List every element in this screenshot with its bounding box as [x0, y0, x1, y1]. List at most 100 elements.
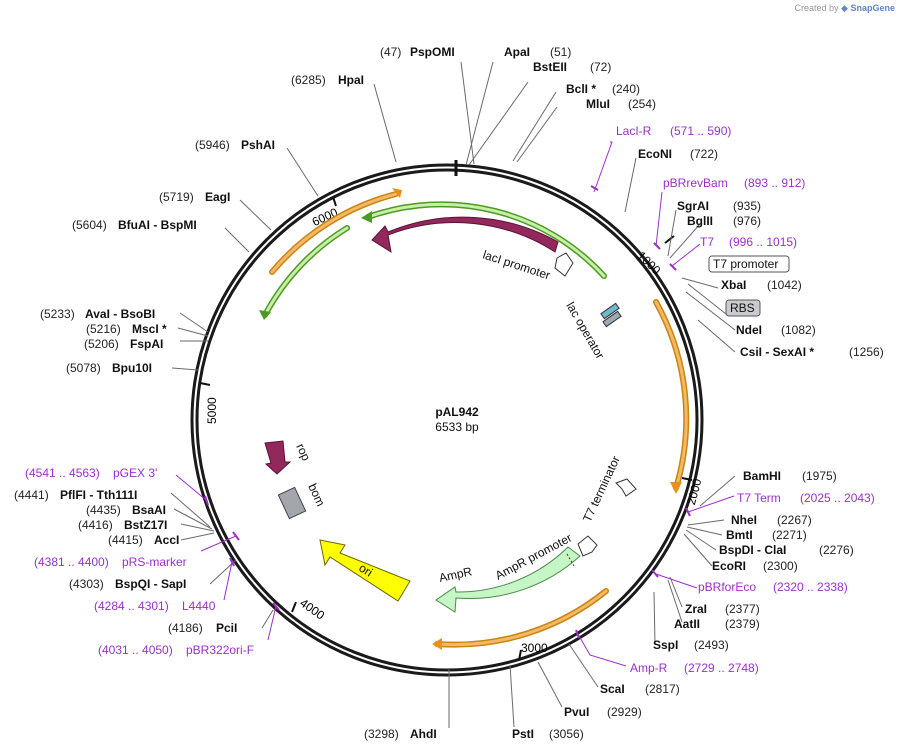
primer-leaders — [175, 141, 735, 667]
bom-label: bom — [305, 481, 328, 508]
orange-arrow-bottom — [432, 638, 442, 650]
leader-t7term — [687, 495, 735, 513]
site-pflfi-name: PflFI - Tth111I — [60, 488, 137, 502]
leader-acci — [180, 532, 215, 541]
leader-bmti — [686, 526, 723, 536]
boxed-labels: T7 promoter RBS — [708, 255, 790, 317]
site-pspomi-pos: (47) — [380, 45, 401, 59]
leader-pflfi — [170, 492, 211, 528]
laci-feature — [371, 216, 559, 254]
primer-t7-range: (996 .. 1015) — [729, 235, 797, 249]
green-arrow-left — [259, 310, 271, 320]
site-zrai-pos: (2377) — [725, 602, 760, 616]
tick-5000 — [199, 382, 211, 386]
site-econi-name: EcoNI — [638, 147, 672, 161]
snapgene-credit: Created by ◆ SnapGene — [795, 3, 896, 14]
green-strand-top-fill — [366, 202, 606, 278]
site-fspai-name: FspAI — [130, 337, 163, 351]
site-eagi-name: EagI — [205, 190, 230, 204]
primer-pbr322ori-f-name: pBR322ori-F — [186, 643, 254, 657]
site-hpai-name: HpaI — [338, 73, 364, 87]
leader-pbrforeco — [655, 573, 698, 589]
site-zrai-name: ZraI — [685, 602, 707, 616]
leader-pcii — [261, 609, 274, 629]
site-scai-pos: (2817) — [645, 682, 680, 696]
rbs-label: RBS — [730, 301, 755, 315]
leader-scai — [568, 643, 599, 688]
primer-mark-laci-r — [590, 185, 599, 191]
t7-terminator-arrow — [615, 478, 637, 497]
leader-t7 — [671, 243, 701, 267]
orange-strand-right-fill — [654, 300, 688, 490]
leader-pbrrevbam — [655, 191, 663, 247]
site-hpai-pos: (6285) — [291, 73, 326, 87]
site-bsaai-name: BsaAI — [132, 503, 166, 517]
site-aatii-pos: (2379) — [725, 617, 760, 631]
site-psti-pos: (3056) — [549, 727, 584, 741]
primer-amp-r-range: (2729 .. 2748) — [684, 661, 759, 675]
rop-feature — [264, 440, 292, 475]
primer-prs-marker-name: pRS-marker — [122, 555, 187, 569]
site-sgrai-pos: (935) — [733, 199, 761, 213]
site-msci-name: MscI * — [132, 322, 167, 336]
ampr-label: AmpR — [438, 564, 474, 585]
leader-pgex3 — [175, 474, 207, 501]
site-pspomi-name: PspOMI — [410, 45, 455, 59]
primer-pbrforeco-name: pBRforEco — [698, 580, 756, 594]
lac-operator-box — [600, 302, 620, 320]
site-avai-pos: (5233) — [40, 307, 75, 321]
primer-t7term-name: T7 Term — [737, 491, 781, 505]
leader-bstz17i — [180, 523, 215, 532]
site-avai-name: AvaI - BsoBI — [85, 307, 155, 321]
tick-6000 — [332, 196, 337, 207]
leader-avai — [179, 312, 209, 333]
leader-sgrai — [667, 209, 677, 257]
orange-strand-left-fill — [270, 192, 398, 274]
site-sspi-pos: (2493) — [694, 638, 729, 652]
site-bfuai-name: BfuAI - BspMI — [118, 218, 197, 232]
site-bspdi-pos: (2276) — [819, 543, 854, 557]
site-pshai-pos: (5946) — [195, 138, 230, 152]
site-bstz17i-pos: (4416) — [78, 518, 113, 532]
leader-bcli — [512, 91, 557, 162]
tick-label-2000: 2000 — [684, 477, 705, 507]
site-bmti-pos: (2271) — [772, 528, 807, 542]
primer-mark-pbrrevbam — [653, 242, 661, 250]
site-msci-pos: (5216) — [86, 322, 121, 336]
leader-pspomi — [460, 61, 475, 165]
site-bspdi-name: BspDI - ClaI — [719, 543, 786, 557]
primer-pbrforeco-range: (2320 .. 2338) — [773, 580, 848, 594]
primer-mark-pbr322ori-f — [272, 602, 280, 611]
site-aatii-name: AatII — [674, 617, 700, 631]
lac-operator-box-2 — [602, 310, 622, 328]
site-scai-name: ScaI — [600, 682, 625, 696]
site-nhei-pos: (2267) — [777, 513, 812, 527]
enzyme-leaders — [170, 61, 736, 728]
tick-2000 — [681, 477, 693, 481]
leader-bspdi — [685, 529, 717, 551]
leader-nhei — [687, 519, 725, 526]
site-bfuai-pos: (5604) — [72, 218, 107, 232]
site-bspqi-pos: (4303) — [69, 577, 104, 591]
t7-promoter-label: T7 promoter — [713, 257, 778, 271]
site-acci-name: AccI — [154, 533, 179, 547]
primers: LacI-R (571 .. 590) pBRrevBam (893 .. 91… — [25, 124, 875, 675]
tick-1000 — [664, 235, 675, 244]
primer-laci-r-name: LacI-R — [616, 124, 652, 138]
ori-label: ori — [356, 561, 375, 580]
primer-pbrrevbam-range: (893 .. 912) — [744, 176, 805, 190]
site-ecori-name: EcoRI — [712, 559, 746, 573]
site-csii-name: CsiI - SexAI * — [740, 345, 814, 359]
ampr-promoter-arrow — [577, 535, 598, 557]
site-pvui-pos: (2929) — [607, 705, 642, 719]
site-bglii-name: BglII — [687, 214, 713, 228]
primer-mark-amp-r — [575, 629, 580, 639]
tick-label-4000: 4000 — [297, 596, 327, 623]
primer-mark-pgex3 — [204, 495, 209, 506]
tick-4000 — [291, 601, 297, 613]
green-strand-left-fill — [263, 226, 349, 317]
site-fspai-pos: (5206) — [84, 337, 119, 351]
primer-mark-t7term — [685, 507, 691, 517]
site-bpu10i-name: Bpu10I — [112, 361, 152, 375]
leader-psti — [509, 664, 515, 728]
